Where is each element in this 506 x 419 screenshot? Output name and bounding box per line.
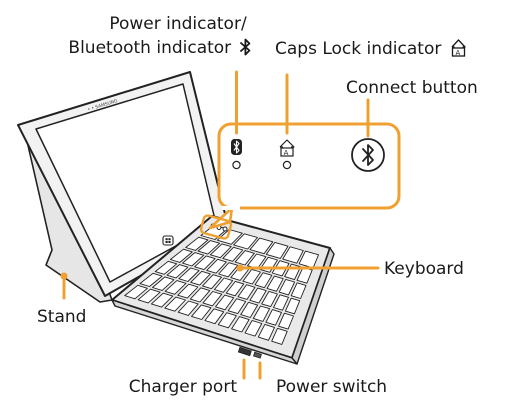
indicator-callout: A bbox=[199, 122, 401, 240]
key bbox=[164, 296, 186, 312]
key bbox=[254, 272, 273, 289]
charger-port-label: Charger port bbox=[128, 377, 237, 397]
key bbox=[166, 264, 189, 279]
callout-caps-lock-icon: A bbox=[279, 139, 295, 157]
key bbox=[177, 283, 199, 299]
key bbox=[227, 298, 247, 315]
key bbox=[234, 250, 255, 266]
key bbox=[217, 312, 237, 329]
key bbox=[233, 233, 258, 250]
key bbox=[182, 252, 205, 267]
key bbox=[278, 312, 294, 330]
key bbox=[265, 241, 289, 259]
key bbox=[265, 309, 282, 326]
key bbox=[154, 260, 178, 275]
power-switch-label: Power switch bbox=[276, 377, 388, 397]
key bbox=[273, 294, 289, 311]
key bbox=[204, 308, 225, 325]
key bbox=[278, 278, 296, 296]
bluetooth-icon bbox=[362, 144, 374, 166]
keyboard-keys bbox=[124, 224, 319, 345]
key bbox=[150, 292, 174, 308]
power-indicator-led bbox=[232, 160, 241, 170]
power-indicator-label: Power indicator/ bbox=[109, 14, 247, 34]
key bbox=[202, 274, 222, 290]
key bbox=[266, 275, 284, 292]
key bbox=[197, 240, 221, 255]
key bbox=[244, 320, 263, 337]
key bbox=[215, 294, 235, 311]
key bbox=[178, 267, 200, 282]
power-switch bbox=[253, 351, 262, 359]
key bbox=[189, 287, 211, 303]
key bbox=[194, 255, 216, 271]
bluetooth-indicator-label: Bluetooth indicator bbox=[68, 38, 251, 58]
key bbox=[185, 236, 209, 251]
key bbox=[139, 272, 163, 287]
caps-lock-icon: A bbox=[451, 39, 466, 57]
key bbox=[231, 316, 250, 333]
key bbox=[191, 304, 212, 320]
connect-button-label: Connect button bbox=[346, 78, 478, 98]
key bbox=[190, 270, 211, 286]
connect-button bbox=[351, 138, 385, 172]
key bbox=[252, 305, 271, 322]
keyboard-dock bbox=[111, 215, 335, 365]
key bbox=[290, 282, 307, 299]
key bbox=[240, 301, 259, 318]
windows-logo-icon bbox=[162, 235, 174, 246]
keyboard-label: Keyboard bbox=[384, 259, 464, 279]
key bbox=[206, 258, 227, 274]
key bbox=[164, 280, 187, 295]
key bbox=[271, 327, 288, 345]
svg-text:A: A bbox=[284, 149, 289, 157]
key bbox=[137, 288, 161, 304]
key bbox=[152, 276, 175, 291]
key bbox=[213, 277, 234, 293]
key bbox=[237, 284, 256, 300]
caps-lock-led bbox=[282, 160, 292, 170]
caps-lock-indicator-label: Caps Lock indicator A bbox=[275, 38, 467, 59]
charger-port bbox=[237, 346, 252, 357]
key bbox=[225, 280, 245, 297]
key bbox=[261, 290, 278, 308]
key bbox=[202, 291, 223, 307]
tablet: • • SAMSUNG bbox=[17, 71, 229, 297]
leader-lines bbox=[62, 70, 380, 380]
key bbox=[169, 248, 193, 263]
stand-label: Stand bbox=[37, 307, 87, 327]
key bbox=[216, 229, 243, 245]
key bbox=[249, 237, 274, 255]
key bbox=[177, 300, 199, 316]
bluetooth-icon bbox=[239, 38, 251, 56]
key bbox=[257, 323, 275, 341]
callout-bluetooth-indicator-icon bbox=[231, 139, 242, 155]
key bbox=[296, 266, 313, 284]
key bbox=[242, 268, 261, 285]
svg-text:A: A bbox=[455, 49, 460, 57]
key bbox=[222, 246, 244, 262]
key bbox=[124, 284, 148, 300]
key bbox=[249, 287, 267, 304]
key bbox=[282, 246, 304, 264]
key bbox=[284, 297, 301, 315]
key bbox=[209, 243, 232, 259]
